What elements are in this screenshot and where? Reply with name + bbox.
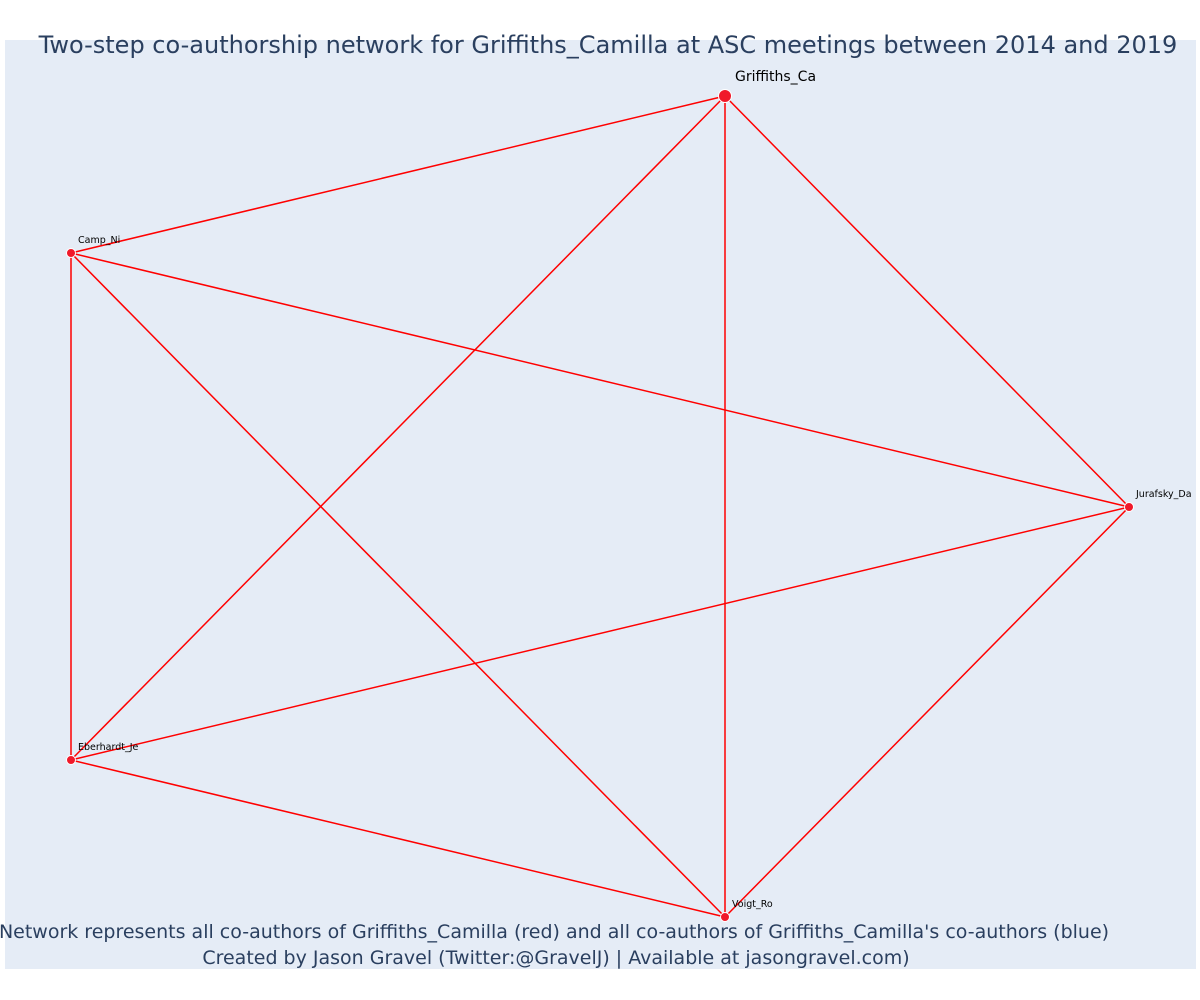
node-Griffiths_Ca[interactable] [718,89,732,103]
nodes-layer: Griffiths_CaCamp_NiJurafsky_DaEberhardt_… [66,69,1192,922]
node-Camp_Ni[interactable] [66,248,76,258]
node-label-Eberhardt_Je: Eberhardt_Je [78,742,139,753]
node-label-Voigt_Ro: Voigt_Ro [732,899,773,910]
caption-line-1: Network represents all co-authors of Gri… [0,921,1109,943]
edges-layer [70,95,1130,918]
edge-Camp_Ni-Jurafsky_Da [70,252,1130,508]
node-label-Jurafsky_Da: Jurafsky_Da [1135,489,1192,500]
plot-background [5,40,1196,969]
node-Eberhardt_Je[interactable] [66,755,76,765]
node-label-Griffiths_Ca: Griffiths_Ca [735,69,816,85]
edge-Griffiths_Ca-Eberhardt_Je [70,95,726,761]
edge-Jurafsky_Da-Eberhardt_Je [70,506,1130,761]
edge-Griffiths_Ca-Jurafsky_Da [724,95,1130,508]
node-label-Camp_Ni: Camp_Ni [78,235,120,246]
chart-title: Two-step co-authorship network for Griff… [38,31,1178,59]
edge-Eberhardt_Je-Voigt_Ro [70,759,726,918]
edge-Griffiths_Ca-Camp_Ni [70,95,726,254]
caption-line-2: Created by Jason Gravel (Twitter:@Gravel… [202,947,909,969]
node-Jurafsky_Da[interactable] [1124,502,1134,512]
node-Voigt_Ro[interactable] [720,912,730,922]
edge-Camp_Ni-Voigt_Ro [70,252,726,918]
edge-Jurafsky_Da-Voigt_Ro [724,506,1130,918]
